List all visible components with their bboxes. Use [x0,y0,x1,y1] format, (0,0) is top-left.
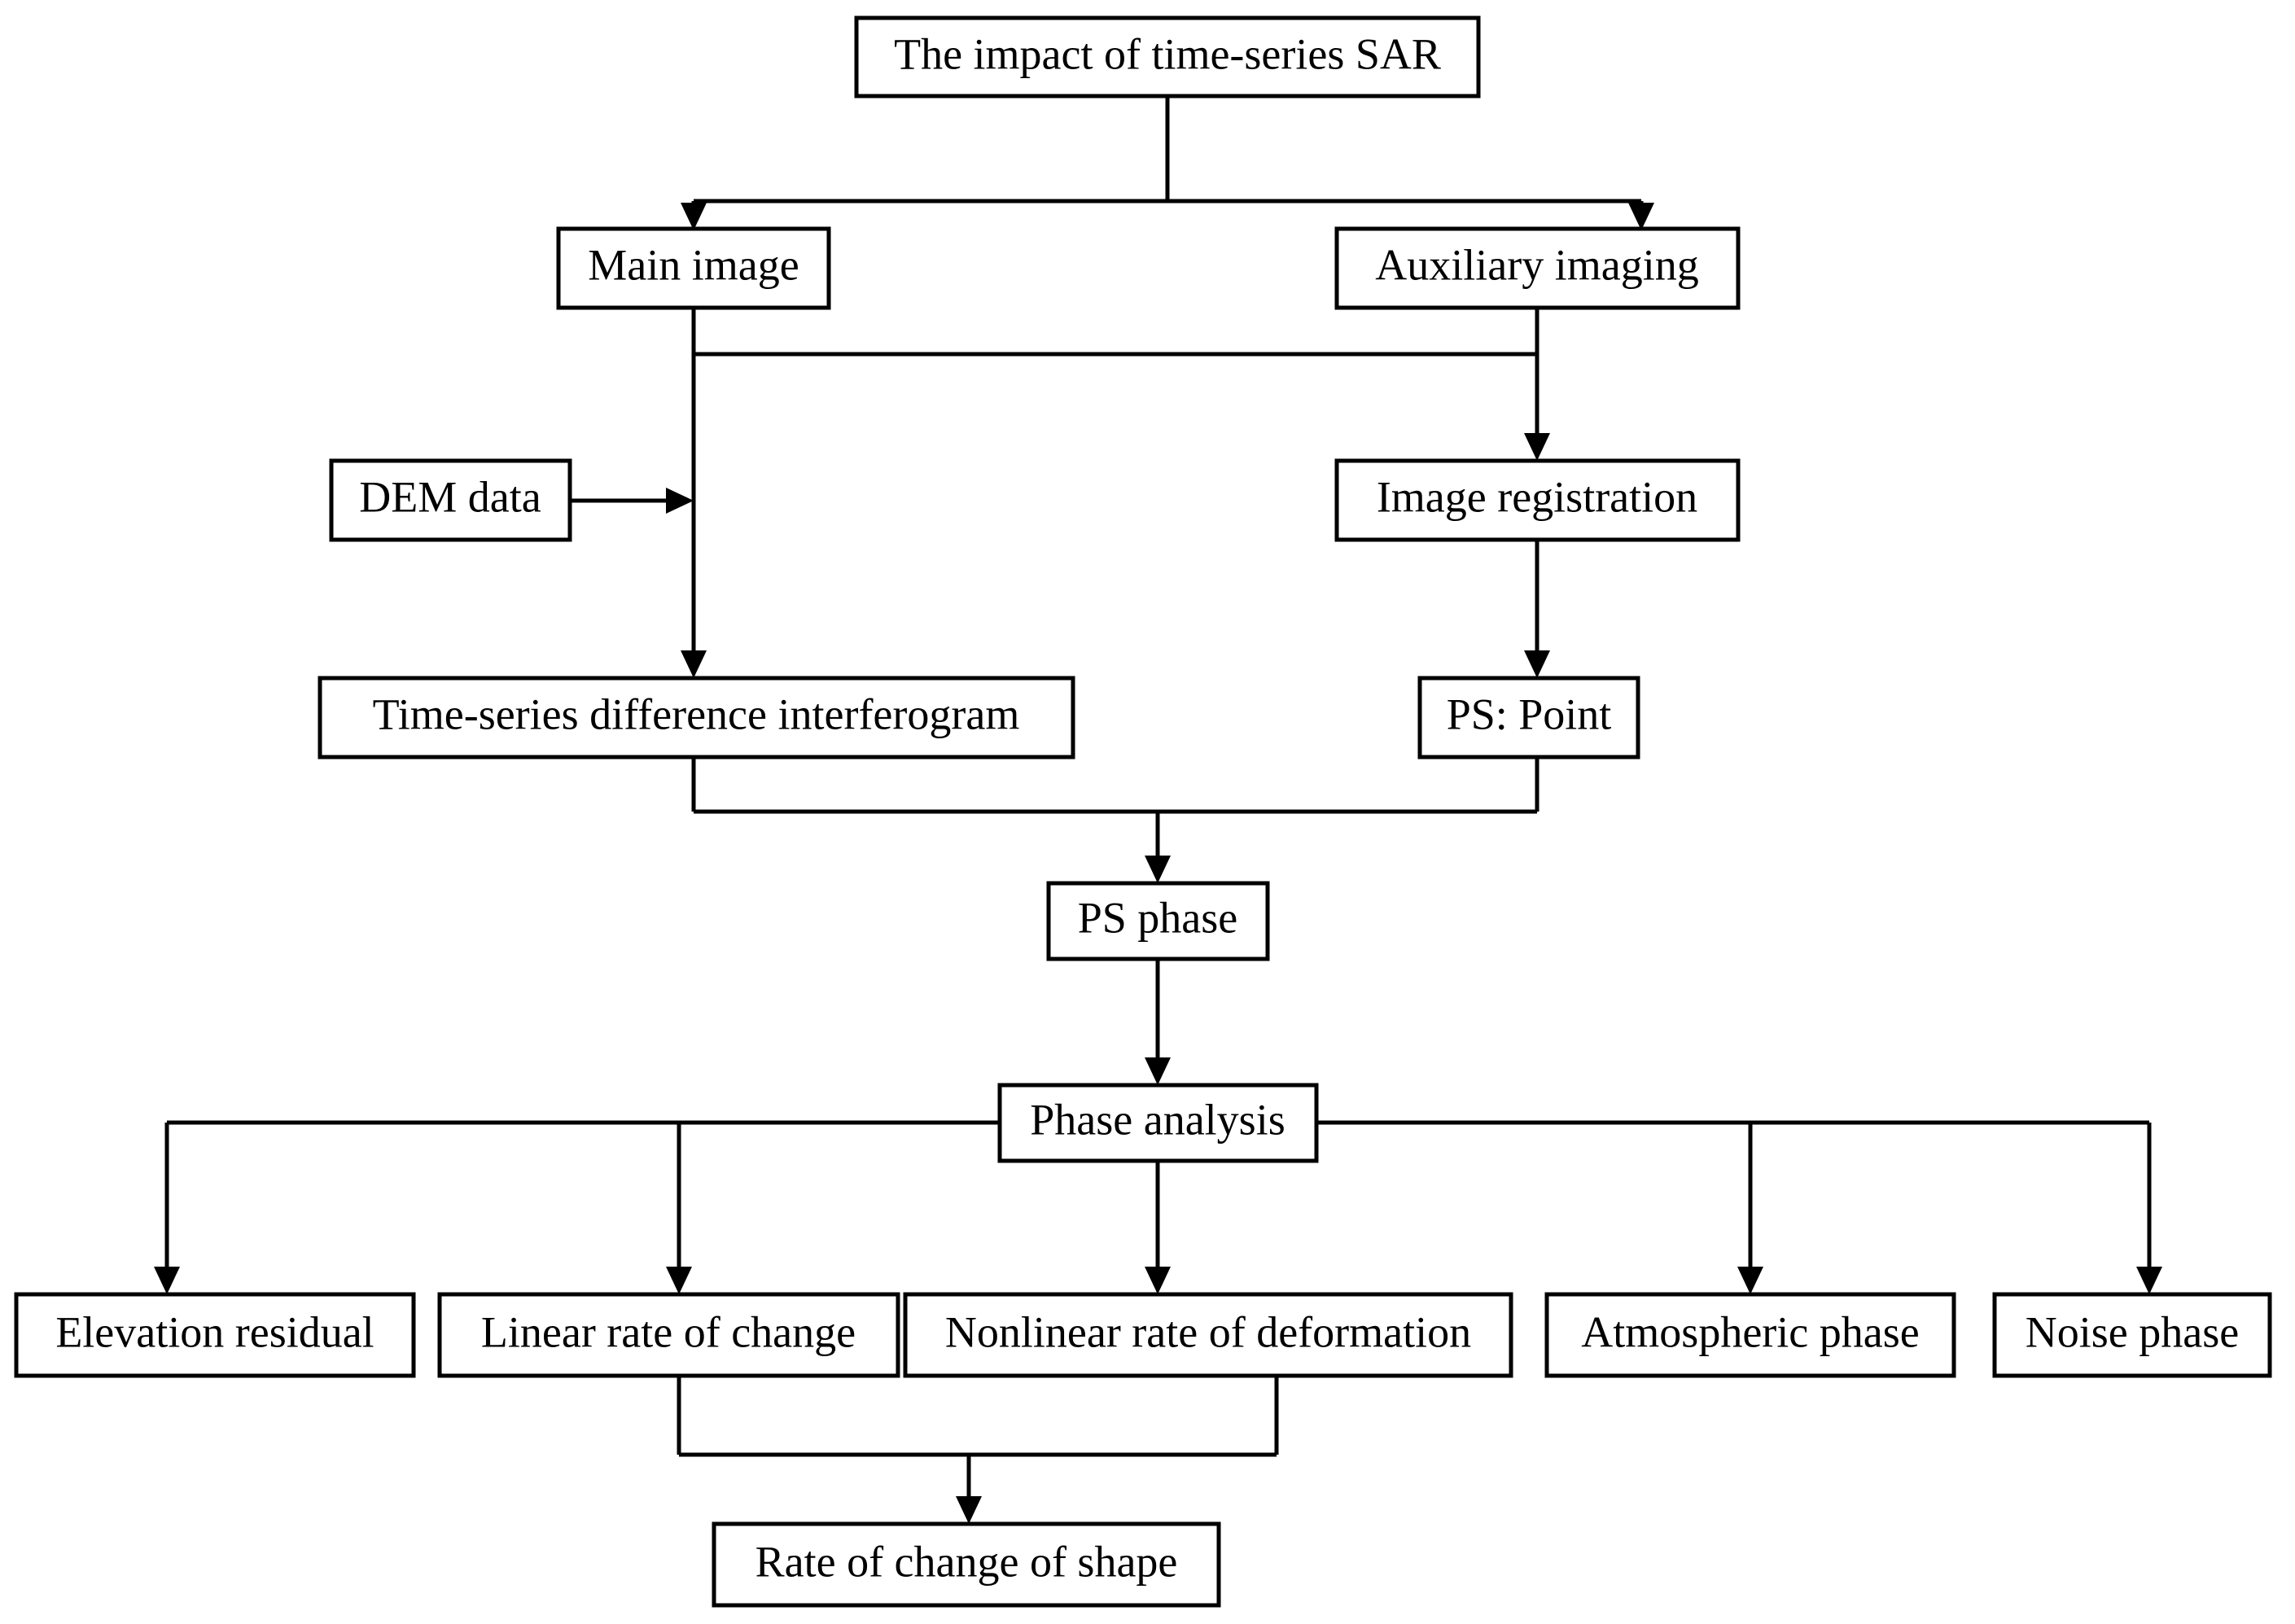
node-ps-phase-label: PS phase [1078,893,1238,942]
node-atmospheric-phase-rect[interactable] [1544,1292,1956,1378]
node-rate-of-change-of-shape-rect[interactable] [712,1521,1221,1608]
node-elevation-residual-rect[interactable] [14,1292,416,1378]
node-image-registration-rect[interactable] [1334,458,1741,542]
node-ps-phase[interactable]: PS phase [1046,881,1270,961]
node-noise-phase[interactable]: Noise phase [1992,1292,2272,1378]
node-dem-data[interactable]: DEM data [329,458,572,542]
arrow-branch-linear-rate [666,1267,692,1294]
node-time-series-difference-interferogram[interactable]: Time-series difference interferogram [318,676,1075,759]
node-ps-phase-rect[interactable] [1046,881,1270,961]
node-phase-analysis-rect[interactable] [997,1083,1319,1163]
node-time-series-difference-interferogram-rect[interactable] [318,676,1075,759]
node-root-rect[interactable] [854,15,1481,98]
node-main-image-rect[interactable] [556,226,831,310]
node-time-series-difference-interferogram-label: Time-series difference interferogram [373,689,1020,738]
node-image-registration-label: Image registration [1377,472,1697,521]
node-nonlinear-rate-of-deformation-label: Nonlinear rate of deformation [945,1307,1471,1356]
node-elevation-residual[interactable]: Elevation residual [14,1292,416,1378]
node-nonlinear-rate-of-deformation-rect[interactable] [903,1292,1513,1378]
node-phase-analysis-label: Phase analysis [1030,1095,1285,1144]
arrow-dem-to-trunk [666,488,694,514]
arrow-main-image-to-tsdi [681,650,707,678]
node-dem-data-rect[interactable] [329,458,572,542]
arrow-root-to-aux-imaging [1628,203,1654,230]
node-phase-analysis[interactable]: Phase analysis [997,1083,1319,1163]
node-image-registration[interactable]: Image registration [1334,458,1741,542]
node-rate-of-change-of-shape-label: Rate of change of shape [756,1537,1178,1586]
node-linear-rate-of-change-rect[interactable] [437,1292,900,1378]
arrow-ps-phase-to-phase-analysis [1145,1057,1171,1085]
arrow-branch-atmospheric-phase [1737,1267,1763,1294]
node-auxiliary-imaging-label: Auxiliary imaging [1375,240,1698,289]
node-ps-point[interactable]: PS: Point [1417,676,1640,759]
node-noise-phase-rect[interactable] [1992,1292,2272,1378]
node-ps-point-rect[interactable] [1417,676,1640,759]
node-noise-phase-label: Noise phase [2026,1307,2239,1356]
arrow-merge-to-ps-phase [1145,856,1171,883]
arrow-branch-elevation-residual [154,1267,180,1294]
node-linear-rate-of-change[interactable]: Linear rate of change [437,1292,900,1378]
node-main-image[interactable]: Main image [556,226,831,310]
arrow-root-to-main-image [681,203,707,230]
node-layer: The impact of time-series SAR Main image… [14,15,2272,1608]
node-root-label: The impact of time-series SAR [894,29,1441,78]
node-main-image-label: Main image [588,240,799,289]
node-rate-of-change-of-shape[interactable]: Rate of change of shape [712,1521,1221,1608]
arrow-aux-to-image-reg [1524,433,1550,461]
node-nonlinear-rate-of-deformation[interactable]: Nonlinear rate of deformation [903,1292,1513,1378]
node-atmospheric-phase[interactable]: Atmospheric phase [1544,1292,1956,1378]
arrow-branch-noise-phase [2136,1267,2162,1294]
node-auxiliary-imaging-rect[interactable] [1334,226,1741,310]
node-ps-point-label: PS: Point [1447,689,1612,738]
node-linear-rate-of-change-label: Linear rate of change [481,1307,856,1356]
arrow-merge-to-rate-shape [956,1496,982,1524]
arrow-image-reg-to-ps-point [1524,650,1550,678]
node-elevation-residual-label: Elevation residual [55,1307,374,1356]
node-atmospheric-phase-label: Atmospheric phase [1581,1307,1919,1356]
arrow-branch-nonlinear-rate [1145,1267,1171,1294]
node-root[interactable]: The impact of time-series SAR [854,15,1481,98]
node-dem-data-label: DEM data [359,472,541,521]
node-auxiliary-imaging[interactable]: Auxiliary imaging [1334,226,1741,310]
edge-layer [154,96,2162,1524]
